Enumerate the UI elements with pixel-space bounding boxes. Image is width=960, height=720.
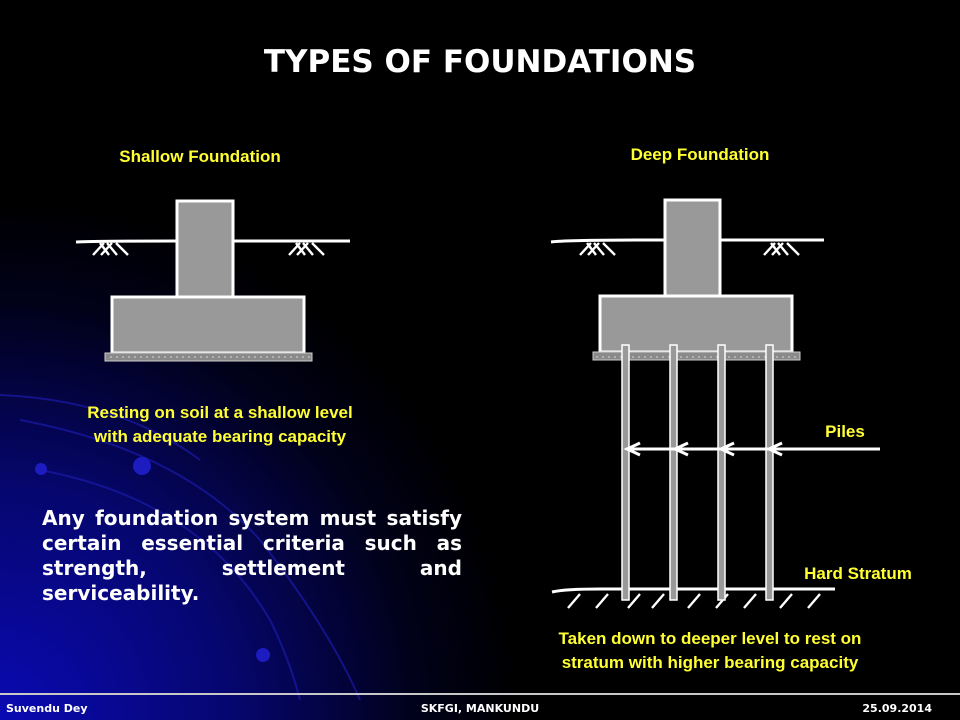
soil-hatch-icon [92, 242, 129, 256]
footer-institution: SKFGI, MANKUNDU [420, 702, 540, 715]
shallow-caption-line2: with adequate bearing capacity [93, 427, 347, 446]
lean-concrete-bed [104, 352, 313, 362]
pile [765, 344, 774, 601]
shallow-foundation-heading: Shallow Foundation [119, 147, 281, 166]
decorative-arcs [0, 394, 361, 701]
footing [110, 295, 306, 355]
criteria-paragraph: Any foundation system must satisfy certa… [42, 506, 462, 605]
hard-stratum-line [551, 587, 835, 594]
deep-caption-line2: stratum with higher bearing capacity [561, 653, 859, 672]
pile [669, 344, 678, 601]
piles-label: Piles [825, 422, 865, 441]
soil-hatch-icon [579, 242, 616, 256]
footer-divider [0, 693, 960, 695]
pile [717, 344, 726, 601]
pile-cap [598, 294, 794, 354]
soil-hatch-icon [288, 242, 325, 256]
column [175, 199, 235, 300]
column [663, 198, 722, 299]
shallow-caption-line1: Resting on soil at a shallow level [87, 403, 353, 422]
footer-date: 25.09.2014 [862, 702, 932, 715]
pile [621, 344, 630, 601]
stratum-hatch-icon [567, 593, 821, 609]
decorative-dots [35, 457, 270, 662]
footer-author: Suvendu Dey [6, 702, 88, 715]
ground-line [550, 238, 824, 244]
ground-line [75, 239, 350, 244]
slide-title: TYPES OF FOUNDATIONS [263, 44, 697, 80]
deep-caption-line1: Taken down to deeper level to rest on [558, 629, 862, 648]
piles-pointer-arrow [623, 441, 880, 457]
soil-hatch-icon [763, 242, 800, 256]
lean-concrete-bed [592, 351, 801, 361]
shallow-foundation-diagram [75, 199, 350, 362]
deep-foundation-diagram [550, 198, 880, 609]
deep-foundation-heading: Deep Foundation [630, 145, 770, 164]
hard-stratum-label: Hard Stratum [804, 564, 912, 583]
piles [621, 344, 774, 601]
